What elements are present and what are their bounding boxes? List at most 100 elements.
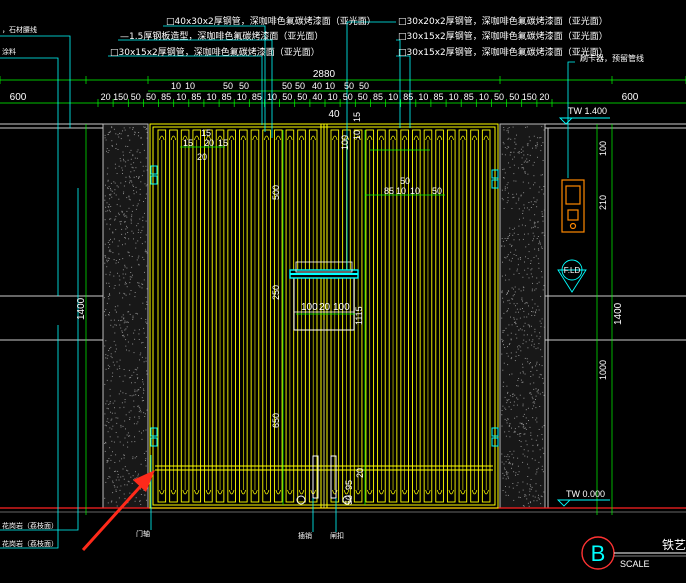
speckle <box>535 288 537 290</box>
speckle <box>522 415 524 417</box>
speckle <box>138 255 140 257</box>
dim-right-1400: 1400 <box>613 302 624 325</box>
speckle <box>110 251 112 253</box>
speckle <box>522 213 524 214</box>
speckle <box>529 140 531 142</box>
speckle <box>504 238 506 239</box>
speckle <box>118 253 120 255</box>
right-pillar <box>499 123 546 509</box>
speckle <box>507 418 509 420</box>
speckle <box>504 154 506 156</box>
speckle <box>508 299 510 301</box>
left-pillar <box>102 123 149 509</box>
speckle <box>529 326 530 328</box>
speckle <box>508 279 510 281</box>
speckle <box>137 421 139 423</box>
speckle <box>126 286 128 288</box>
speckle <box>129 180 131 182</box>
speckle <box>115 324 117 326</box>
gate-picket <box>423 129 433 503</box>
speckle <box>109 293 110 295</box>
speckle <box>543 285 545 287</box>
speckle <box>133 134 135 136</box>
speckle <box>527 463 528 465</box>
speckle <box>132 232 134 234</box>
speckle <box>523 397 525 399</box>
speckle <box>139 501 141 502</box>
speckle <box>129 139 131 141</box>
speckle <box>507 308 509 310</box>
speckle <box>534 248 536 250</box>
speckle <box>532 307 534 309</box>
speckle <box>522 405 524 407</box>
speckle <box>115 454 117 456</box>
speckle <box>541 246 543 248</box>
speckle <box>115 491 117 492</box>
speckle <box>522 372 524 374</box>
speckle <box>126 326 128 328</box>
speckle <box>531 227 533 229</box>
speckle <box>107 296 109 297</box>
speckle <box>535 473 537 475</box>
dim-top-row-label: 50 <box>358 92 368 102</box>
speckle <box>508 344 510 345</box>
speckle <box>125 294 127 296</box>
speckle <box>132 456 134 458</box>
speckle <box>501 414 503 416</box>
speckle <box>507 146 509 148</box>
speckle <box>517 398 519 400</box>
speckle <box>135 167 137 169</box>
speckle <box>541 318 543 320</box>
speckle <box>144 183 146 185</box>
speckle <box>127 446 129 448</box>
dim-panel-15c: 15 <box>218 138 228 148</box>
speckle <box>543 186 545 187</box>
speckle <box>117 417 119 419</box>
speckle <box>128 175 130 177</box>
speckle <box>128 473 130 475</box>
speckle <box>138 135 139 137</box>
speckle <box>538 338 540 340</box>
speckle <box>508 162 509 164</box>
speckle <box>107 206 109 207</box>
speckle <box>119 376 121 378</box>
speckle <box>104 345 106 347</box>
speckle <box>146 373 148 375</box>
speckle <box>523 449 525 451</box>
speckle <box>513 294 515 296</box>
speckle <box>123 160 125 162</box>
speckle <box>127 251 129 253</box>
speckle <box>535 388 537 390</box>
speckle <box>144 126 146 128</box>
speckle <box>501 410 503 411</box>
gate-picket <box>481 129 491 503</box>
speckle <box>505 471 507 473</box>
speckle <box>501 453 503 455</box>
dim-right-10c: 10 <box>410 186 420 196</box>
speckle <box>521 167 523 169</box>
speckle <box>134 131 136 133</box>
speckle <box>508 425 510 427</box>
speckle <box>138 177 140 178</box>
speckle <box>105 273 107 275</box>
speckle <box>113 364 115 366</box>
speckle <box>108 422 110 423</box>
speckle <box>542 142 544 144</box>
speckle <box>533 382 535 384</box>
speckle <box>522 424 524 425</box>
card-reader <box>561 179 585 233</box>
speckle <box>109 427 111 429</box>
speckle <box>508 462 510 464</box>
speckle <box>135 312 137 314</box>
speckle <box>111 412 113 414</box>
speckle <box>138 282 140 284</box>
speckle <box>123 454 125 456</box>
speckle <box>146 409 148 411</box>
speckle <box>123 127 125 129</box>
speckle <box>134 157 136 159</box>
speckle <box>506 238 508 240</box>
speckle <box>524 261 525 263</box>
speckle <box>123 317 125 319</box>
speckle <box>507 364 509 366</box>
speckle <box>513 499 515 501</box>
